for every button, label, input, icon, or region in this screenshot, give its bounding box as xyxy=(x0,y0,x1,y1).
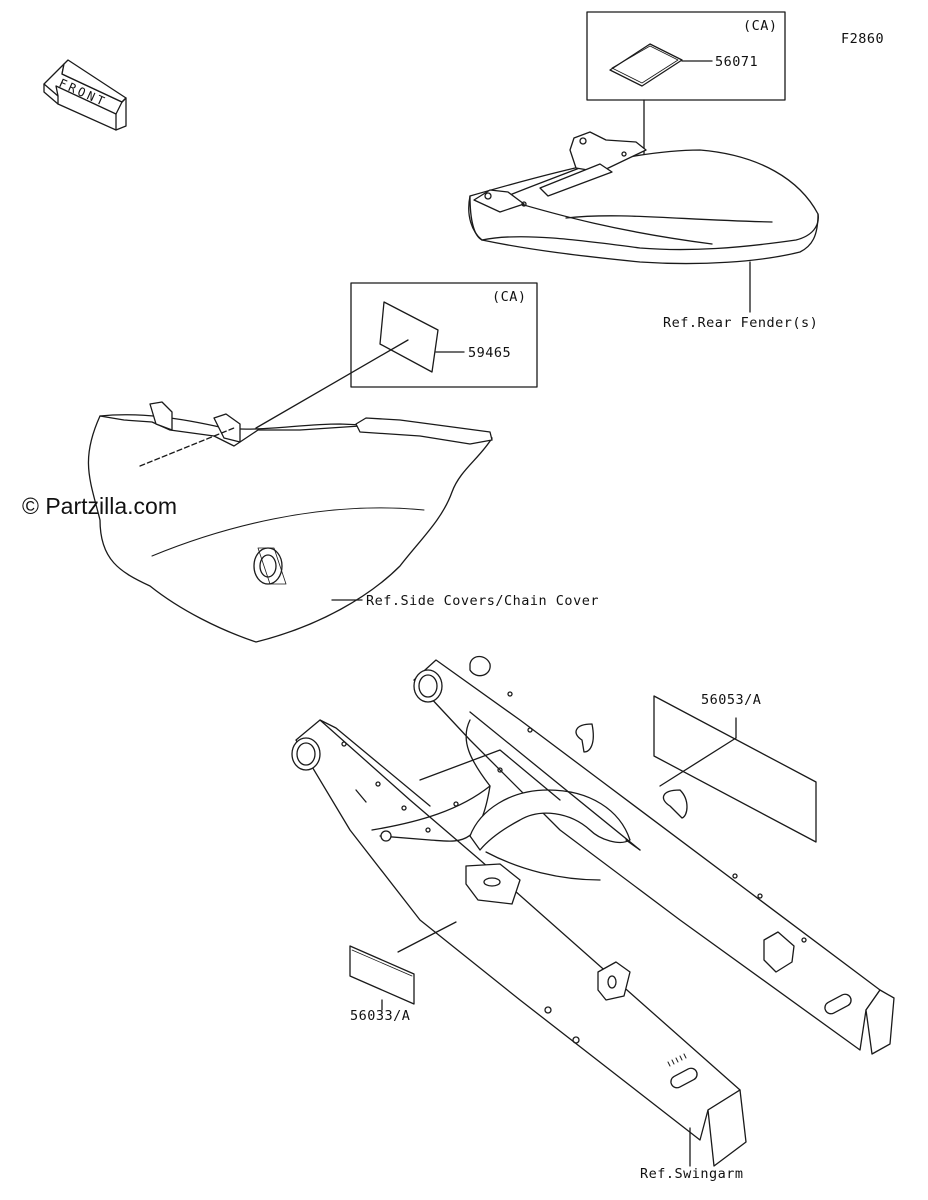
side-covers-ref: Ref.Side Covers/Chain Cover xyxy=(366,593,599,609)
part-56071-number: 56071 xyxy=(715,54,759,70)
swingarm-ref: Ref.Swingarm xyxy=(640,1166,744,1182)
part-59465-region: (CA) xyxy=(492,289,527,305)
part-59465-callout xyxy=(255,282,538,429)
watermark: © Partzilla.com xyxy=(22,493,177,519)
diagram-id: F2860 xyxy=(841,31,885,47)
part-56053A-decal xyxy=(653,695,817,843)
part-56033A-number: 56033/A xyxy=(350,1008,411,1024)
part-56071-callout xyxy=(586,11,786,187)
swingarm-drawing xyxy=(291,655,895,1167)
part-59465-number: 59465 xyxy=(468,345,512,361)
part-56053A-number: 56053/A xyxy=(701,692,762,708)
rear-fender-drawing xyxy=(468,131,819,313)
side-cover-drawing xyxy=(87,401,493,643)
front-arrow-icon: FRONT xyxy=(43,59,127,131)
part-56071-region: (CA) xyxy=(743,18,778,34)
part-56033A-decal xyxy=(349,921,457,1011)
rear-fender-ref: Ref.Rear Fender(s) xyxy=(663,315,819,331)
